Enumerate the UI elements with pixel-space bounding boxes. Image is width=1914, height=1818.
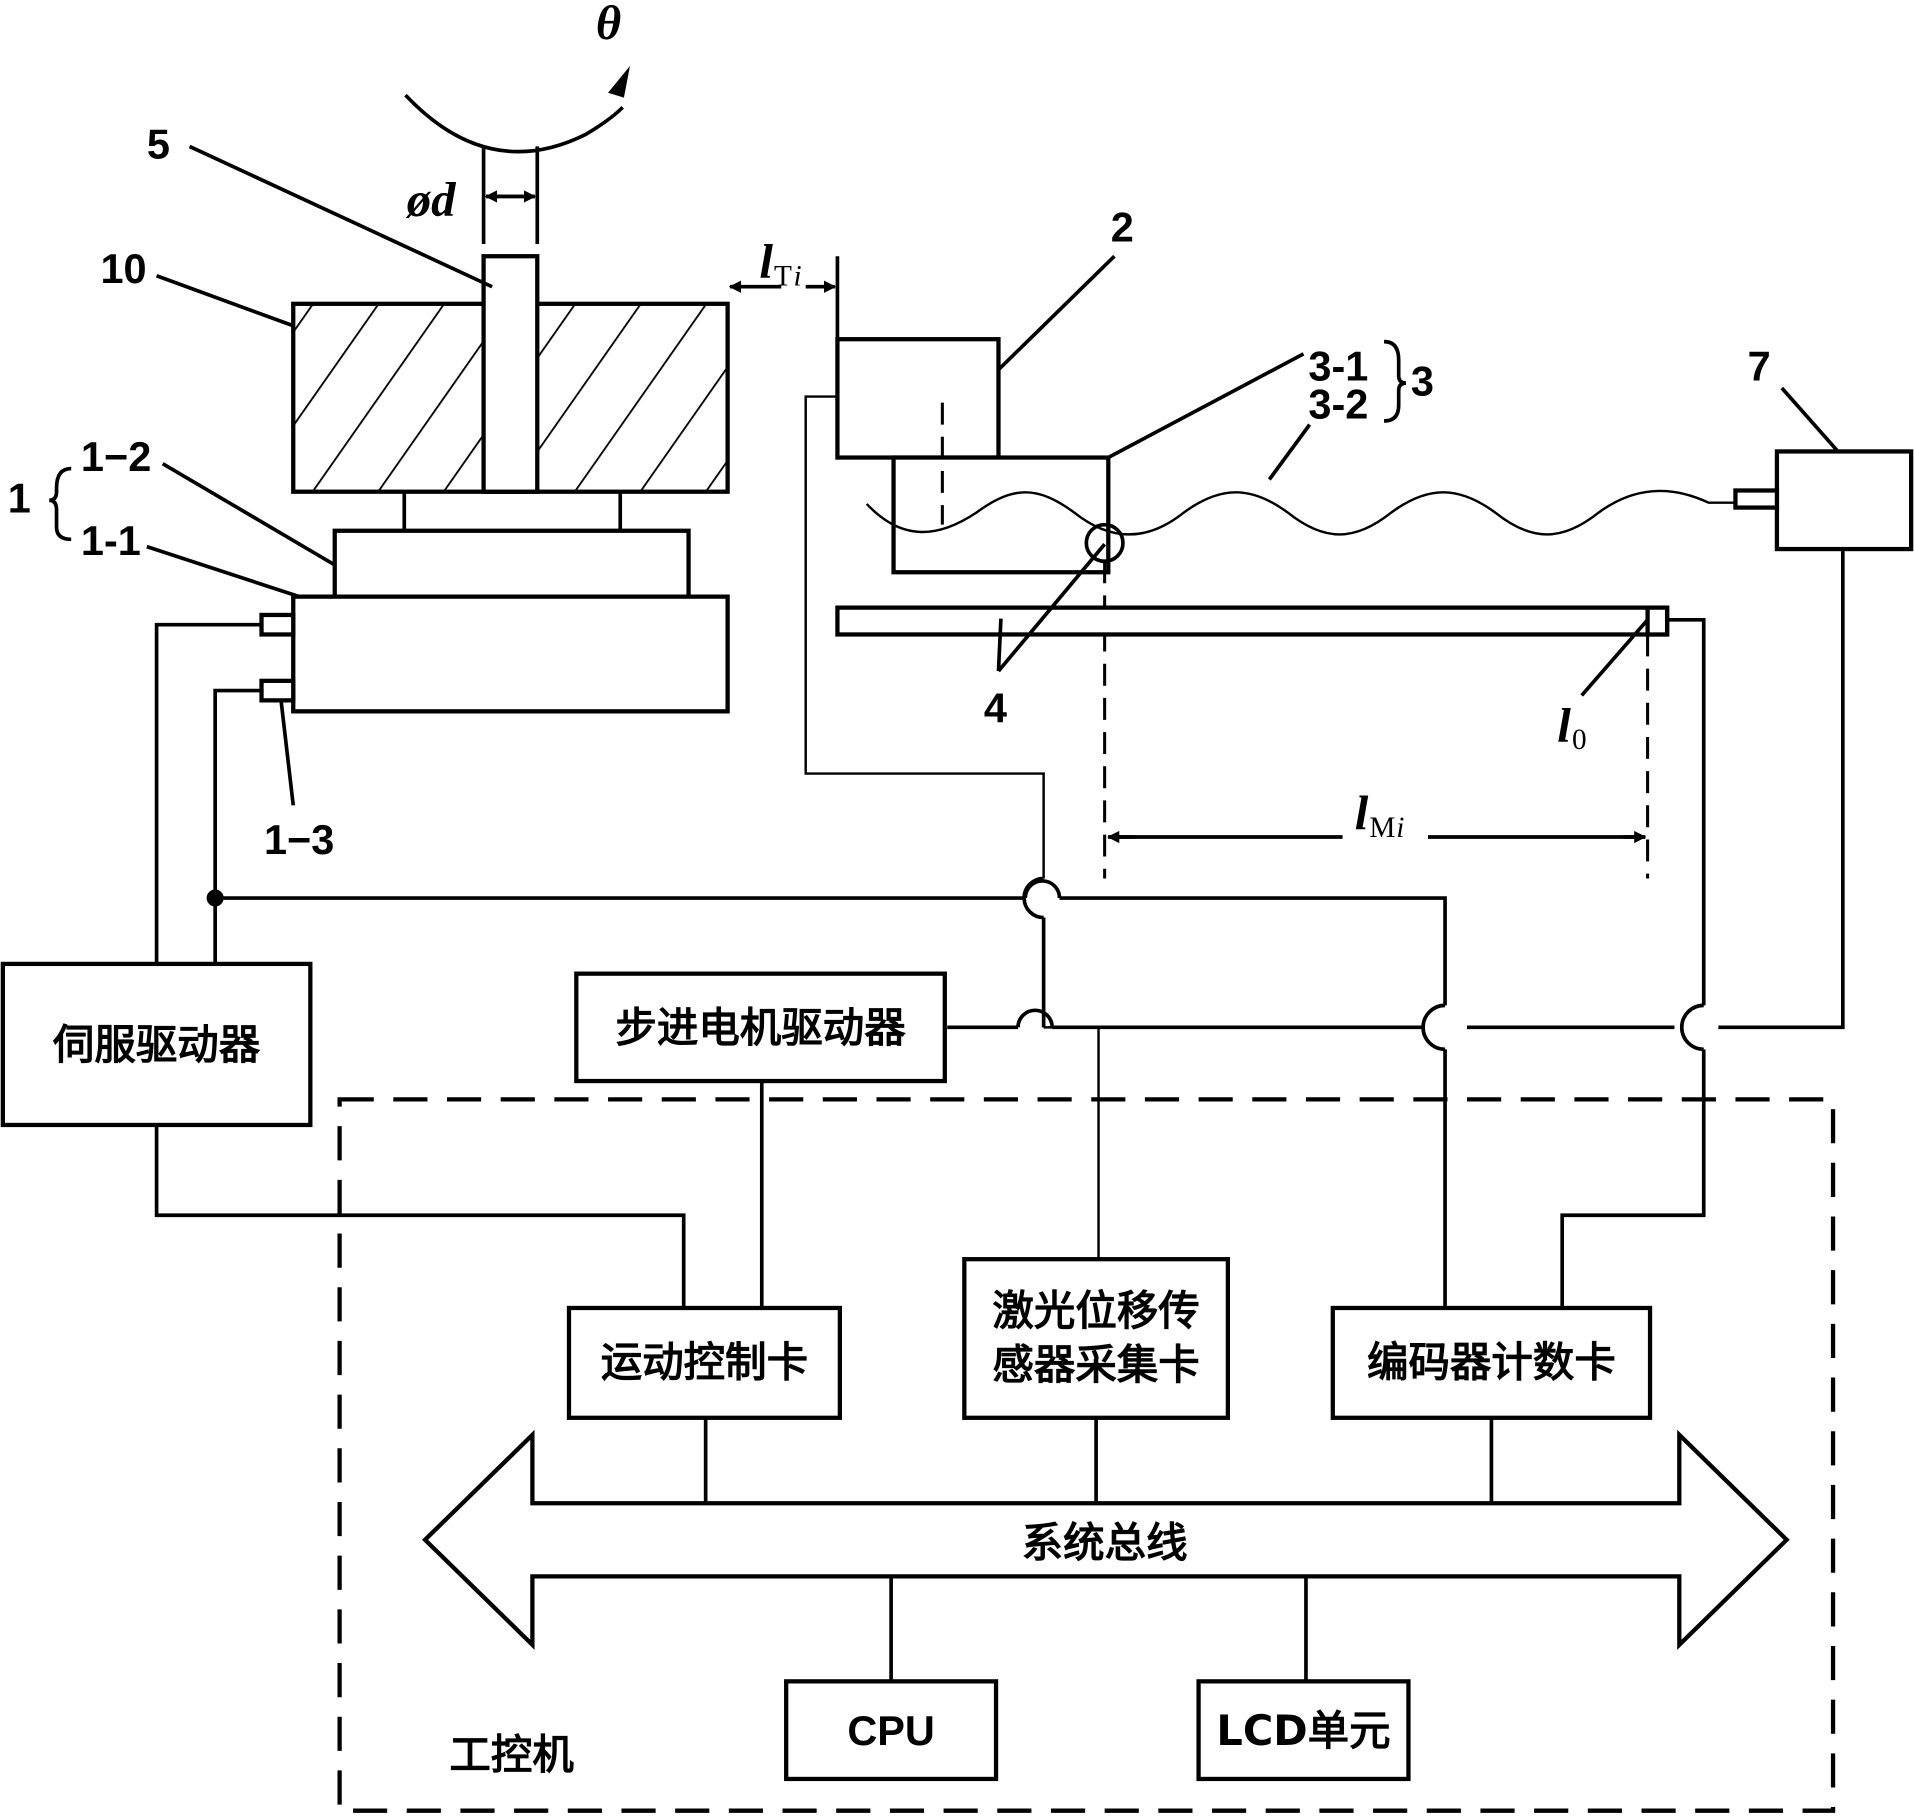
part-label-1-1: 1-1 xyxy=(81,517,141,564)
svg-text:运动控制卡: 运动控制卡 xyxy=(601,1337,808,1386)
base-1-1 xyxy=(291,594,730,714)
leader-3-2 xyxy=(1267,423,1312,481)
part-label-7: 7 xyxy=(1748,343,1771,390)
leader-5 xyxy=(188,144,493,289)
lcd-block: LCD单元 xyxy=(1196,1679,1411,1782)
leader-1-2 xyxy=(161,462,336,567)
svg-text:l: l xyxy=(759,235,773,289)
rotation-arrow xyxy=(404,65,631,154)
system-bus: 系统总线 xyxy=(421,1429,1790,1650)
svg-text:感器采集卡: 感器采集卡 xyxy=(992,1340,1199,1389)
svg-text:LCD单元: LCD单元 xyxy=(1216,1706,1390,1755)
part-label-3: 3 xyxy=(1411,357,1434,404)
svg-text:M: M xyxy=(1369,812,1395,844)
encoder-counter-card: 编码器计数卡 xyxy=(1330,1305,1653,1420)
guide-rail xyxy=(835,605,1670,637)
svg-text:i: i xyxy=(1396,812,1404,844)
port-1-3 xyxy=(259,678,296,703)
svg-text:伺服驱动器: 伺服驱动器 xyxy=(52,1020,261,1069)
diameter-label: ød xyxy=(405,173,456,227)
laser-sensor-card: 激光位移传 感器采集卡 xyxy=(962,1257,1231,1420)
slider-3-1 xyxy=(891,455,1111,575)
part-label-2: 2 xyxy=(1111,204,1134,251)
reference-marker xyxy=(1645,605,1670,637)
wiring xyxy=(154,395,1845,1308)
part-label-1-2: 1−2 xyxy=(81,433,151,480)
svg-text:编码器计数卡: 编码器计数卡 xyxy=(1367,1337,1616,1386)
leader-4 xyxy=(997,543,1107,673)
motion-control-card: 运动控制卡 xyxy=(566,1305,843,1420)
part-label-5: 5 xyxy=(147,121,170,168)
part-label-1: 1 xyxy=(8,474,31,521)
leader-2 xyxy=(997,254,1116,372)
encoder-7 xyxy=(1774,449,1914,552)
leader-3-1 xyxy=(1107,352,1305,460)
part-label-10: 10 xyxy=(100,245,146,292)
svg-text:系统总线: 系统总线 xyxy=(1022,1518,1188,1567)
measure-label: l M i xyxy=(1355,787,1405,844)
pulley-4 xyxy=(1084,522,1125,564)
port-top xyxy=(259,612,296,637)
svg-text:步进电机驱动器: 步进电机驱动器 xyxy=(615,1003,906,1052)
industrial-pc-label: 工控机 xyxy=(449,1730,574,1779)
svg-text:l: l xyxy=(1355,787,1369,841)
leader-7 xyxy=(1780,386,1840,453)
brace-3 xyxy=(1383,339,1407,423)
servo-driver-block: 伺服驱动器 xyxy=(0,961,313,1128)
industrial-pc-frame xyxy=(337,1097,1836,1813)
ref-label: l 0 xyxy=(1557,699,1586,756)
svg-text:0: 0 xyxy=(1572,724,1587,756)
brace-1 xyxy=(49,466,72,542)
svg-text:i: i xyxy=(794,261,802,293)
encoder-shaft xyxy=(1733,488,1780,510)
gap-label: l T i xyxy=(759,235,801,292)
leader-10 xyxy=(155,274,294,328)
part-label-3-2: 3-2 xyxy=(1308,381,1368,428)
part-label-1-3: 1−3 xyxy=(264,816,334,863)
rotary-table-1-2 xyxy=(332,528,691,599)
leader-1-1 xyxy=(146,544,300,599)
cpu-block: CPU xyxy=(784,1679,999,1782)
stepper-driver-block: 步进电机驱动器 xyxy=(574,971,947,1084)
steel-wire-3-2 xyxy=(865,489,1736,536)
leader-l0 xyxy=(1580,618,1649,697)
part-label-4: 4 xyxy=(984,684,1007,731)
svg-text:T: T xyxy=(774,261,792,293)
svg-text:CPU: CPU xyxy=(847,1707,935,1754)
svg-text:l: l xyxy=(1557,699,1571,753)
theta-label: θ xyxy=(596,0,621,50)
leader-1-3 xyxy=(279,700,296,806)
part-label-3-1: 3-1 xyxy=(1308,343,1368,390)
shaft-5 xyxy=(481,254,540,494)
svg-text:激光位移传: 激光位移传 xyxy=(992,1286,1199,1335)
laser-sensor-2 xyxy=(835,337,1001,460)
